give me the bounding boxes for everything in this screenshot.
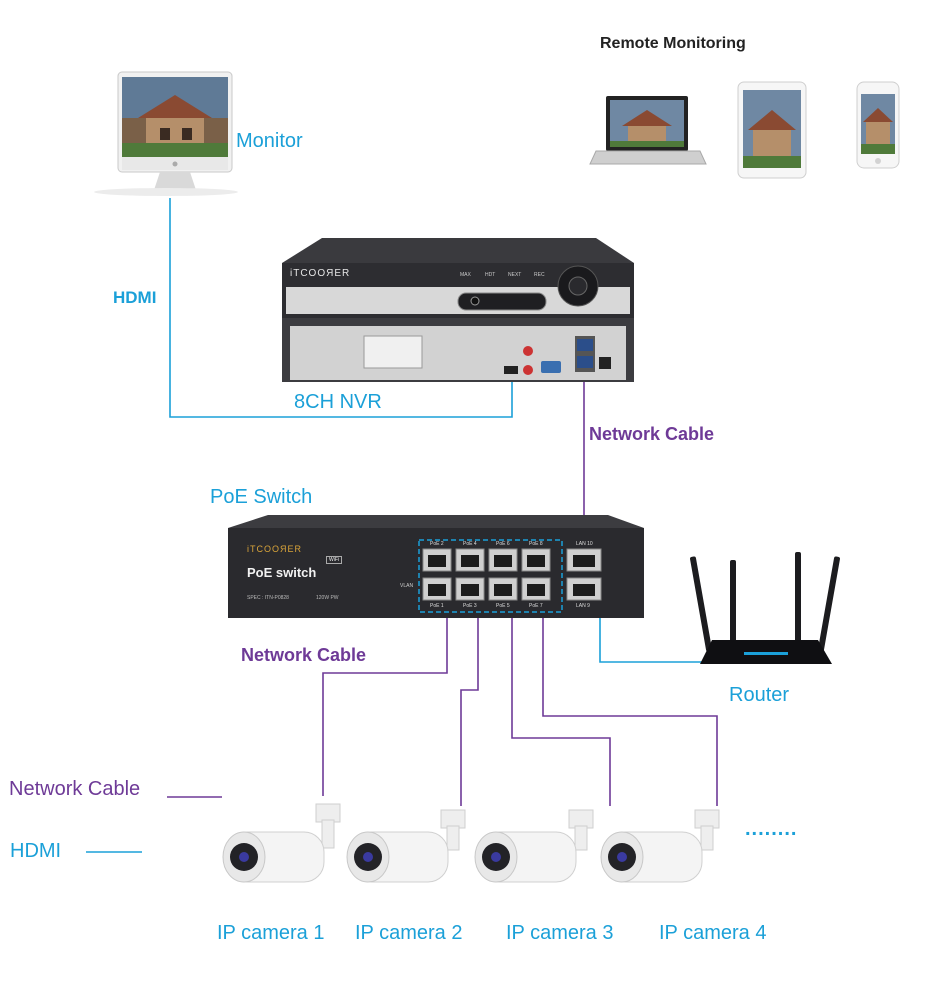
camera-1-device (222, 803, 341, 883)
nvr-label: 8CH NVR (294, 391, 382, 413)
nvr-device (282, 238, 634, 382)
switch-port-label-bottom-3: PoE 5 (496, 603, 510, 609)
monitor-device (94, 71, 238, 196)
hdmi-cable-line (169, 198, 513, 418)
router-label: Router (729, 684, 790, 706)
switch-port-label-top-3: PoE 6 (496, 541, 510, 547)
switch-lan-bottom: LAN 9 (576, 603, 590, 609)
poe-switch-device (228, 515, 644, 618)
nvr-button-max: MAX (460, 272, 471, 278)
camera4-cable-line (542, 600, 718, 806)
poe-switch-label: PoE Switch (210, 486, 313, 508)
legend-hdmi-text: HDMI (10, 840, 62, 862)
switch-port-label-top-1: PoE 2 (430, 541, 444, 547)
switch-model: PoE switch (247, 565, 317, 580)
router-device (690, 552, 840, 664)
camera-network-cable-label: Network Cable (241, 645, 367, 665)
laptop-device (589, 96, 707, 165)
switch-brand: iTCOOЯER (247, 544, 302, 554)
nvr-button-hdt: HDT (485, 272, 496, 278)
legend-network-cable-text: Network Cable (9, 778, 141, 800)
nvr-button-rec: REC (534, 272, 545, 278)
switch-power: 120W PW (316, 595, 339, 601)
hdmi-cable-label: HDMI (113, 288, 157, 307)
monitor-label: Monitor (236, 130, 303, 152)
nvr-button-next: NEXT (508, 272, 522, 278)
switch-spec: SPEC : ITN-P0828 (247, 595, 289, 601)
camera2-cable-line (460, 600, 479, 806)
switch-port-label-bottom-4: PoE 7 (529, 603, 543, 609)
switch-port-label-top-4: PoE 8 (529, 541, 543, 547)
tablet-device (737, 81, 807, 179)
phone-device (856, 81, 900, 169)
camera-3-label: IP camera 3 (506, 922, 614, 944)
more-cameras-ellipsis: ........ (745, 818, 798, 840)
switch-port-label-bottom-2: PoE 3 (463, 603, 477, 609)
camera-2-device (346, 809, 466, 883)
camera-1-label: IP camera 1 (217, 922, 325, 944)
switch-port-label-top-2: PoE 4 (463, 541, 477, 547)
nvr-brand: iTCOOЯER (290, 268, 351, 279)
remote-monitoring-label: Remote Monitoring (600, 35, 746, 52)
camera3-cable-line (511, 600, 611, 806)
camera-3-device (474, 809, 594, 883)
switch-wifi-badge: WiFi (326, 556, 342, 564)
switch-lan-top: LAN 10 (576, 541, 593, 547)
nvr-network-cable-label: Network Cable (589, 424, 715, 444)
camera-2-label: IP camera 2 (355, 922, 463, 944)
camera-4-device (600, 809, 720, 883)
switch-vlan: VLAN (400, 583, 414, 589)
router-cable-line (599, 610, 712, 663)
camera1-cable-line (322, 600, 448, 796)
camera-4-label: IP camera 4 (659, 922, 767, 944)
switch-port-label-bottom-1: PoE 1 (430, 603, 444, 609)
